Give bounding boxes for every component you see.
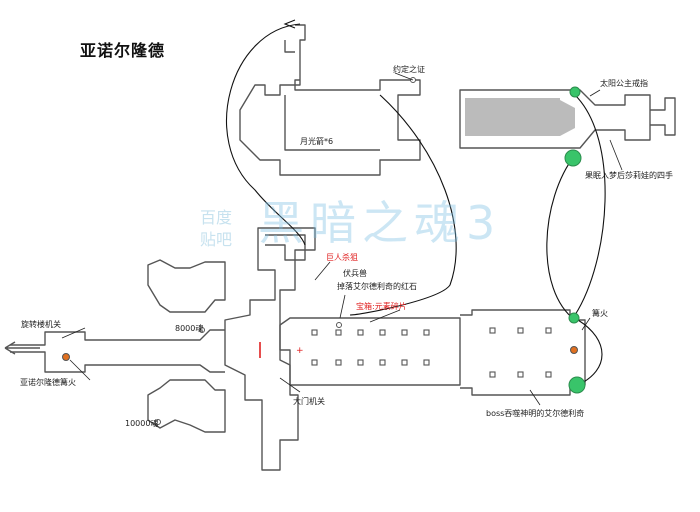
label-giant-archer: 巨人杀狙 [326, 253, 358, 262]
princess-chamber-stub [650, 97, 676, 136]
route-right-loop-2 [546, 154, 576, 321]
mimic-marker [336, 322, 342, 328]
label-gate-switch: 大门机关 [293, 397, 325, 406]
label-rotation-switch: 旋转楼机关 [21, 320, 61, 329]
west-arrow [4, 341, 40, 355]
path-node-right-top [568, 312, 580, 324]
route-right-lower [577, 319, 603, 386]
path-node-mid [564, 149, 582, 167]
label-souls-8000: 8000魂 [175, 324, 204, 333]
map-title: 亚诺尔隆德 [80, 41, 166, 60]
upper-left-chapel [147, 259, 226, 313]
watermark-line2: 贴吧 [200, 230, 233, 249]
central-tower-wall [224, 227, 316, 471]
label-souls-10000: 10000魂 [125, 419, 159, 428]
bonfire-anor-marker [62, 353, 70, 361]
route-upper-loop [226, 23, 306, 246]
upper-cathedral-wall [239, 24, 421, 176]
souls-8000-marker [199, 327, 205, 333]
west-corridor-lower [10, 351, 225, 373]
princess-chamber-altar [560, 100, 575, 136]
giant-archer-mark: + [296, 346, 304, 356]
leader-lines [61, 72, 623, 406]
upper-cathedral-inner [284, 95, 380, 151]
label-boss-room: boss吞噬神明的艾尔德利奇 [486, 409, 585, 418]
princess-chamber-blocked [465, 98, 560, 136]
label-ambush: 伏兵兽 [343, 269, 367, 278]
souls-10000-marker [155, 419, 161, 425]
upper-cathedral-vault [284, 40, 295, 53]
label-moonlight-arrows: 月光箭*6 [300, 137, 334, 146]
main-gallery [279, 317, 461, 386]
label-bonfire-anor: 亚诺尔隆德篝火 [20, 378, 76, 387]
central-tower-inner [265, 234, 306, 261]
lower-left-chapel [147, 379, 226, 433]
watermark-line1: 百度 [200, 208, 233, 227]
watermark-main: 黑暗之魂3 [258, 196, 502, 250]
gallery-pillars [311, 327, 552, 378]
princess-chamber-wall [459, 89, 651, 149]
label-bonfire-dream: 果眠入梦后莎莉娃的四手 [585, 171, 673, 180]
boss-hall [460, 309, 586, 396]
label-bonfire: 篝火 [592, 309, 608, 318]
label-twinkling: 掉落艾尔德利奇的红石 [337, 282, 417, 291]
route-to-gallery [349, 94, 457, 316]
bonfire-right-marker [570, 346, 578, 354]
route-lines [226, 19, 606, 386]
path-node-right-bottom [568, 376, 586, 394]
label-princess-ring: 太阳公主戒指 [600, 79, 648, 88]
path-node-top [569, 86, 581, 98]
label-covenant: 约定之证 [393, 65, 425, 74]
route-upper-arrow [283, 19, 296, 29]
route-right-loop [574, 94, 606, 316]
west-corridor [10, 329, 225, 346]
label-mimic: 宝箱:元素碎片 [356, 302, 407, 311]
